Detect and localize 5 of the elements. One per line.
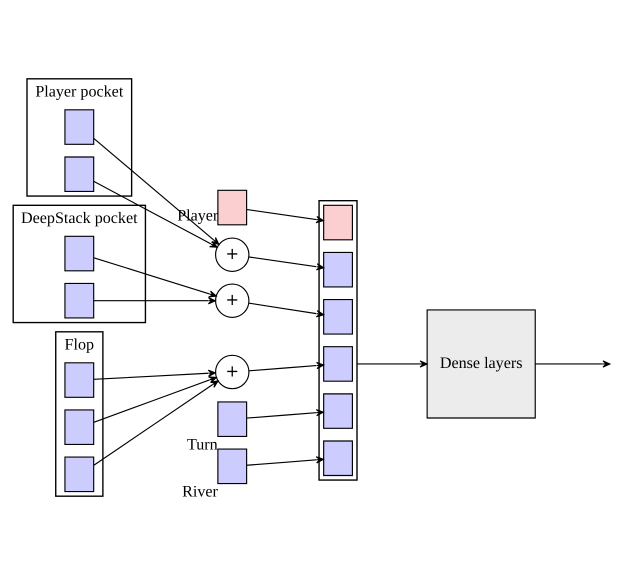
- node-label: DeepStack pocket: [21, 209, 138, 226]
- node-label: Player pocket: [35, 82, 124, 100]
- node-label: Flop: [64, 336, 94, 353]
- node-label: River: [182, 482, 218, 500]
- node-label: Turn: [186, 436, 218, 453]
